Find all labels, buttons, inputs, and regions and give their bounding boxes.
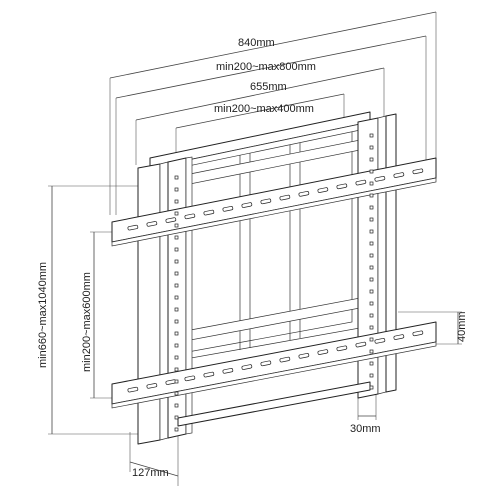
right-upright-hole [369, 301, 374, 306]
left-upright-hole [174, 247, 179, 252]
dim-label-rail-hole-span: min200~max800mm [216, 61, 316, 73]
left-upright-hole [174, 295, 179, 300]
bottom-rail-slot [260, 360, 272, 367]
left-upright-hole [174, 319, 179, 324]
left-upright-hole [174, 259, 179, 264]
top-rail-slot [127, 224, 139, 231]
bottom-rail-slot [412, 330, 424, 337]
right-upright-hole [369, 349, 374, 354]
dim-label-depth: 127mm [132, 467, 169, 479]
left-upright-hole [174, 235, 179, 240]
dim-label-overall-width: 840mm [238, 37, 275, 49]
dim-rail-hole-span [115, 35, 427, 215]
dim-label-rail-vertical-span: min200~max600mm [81, 272, 93, 372]
dim-label-rail-height: 40mm [456, 311, 468, 342]
left-upright-hole [174, 331, 179, 336]
left-upright-hole [174, 379, 179, 384]
top-rail-slot [184, 213, 196, 220]
top-rail-slot [165, 217, 177, 223]
right-upright-hole [369, 361, 374, 366]
bottom-rail-slot [317, 349, 329, 355]
bottom-bracket [177, 381, 371, 427]
right-upright-hole [369, 217, 374, 222]
top-rail-slot [374, 176, 386, 182]
left-upright-hole [174, 367, 179, 372]
rail-slots [127, 168, 424, 393]
top-rail-slot [393, 172, 405, 178]
top-rail-slot [241, 202, 253, 208]
bottom-rail-slot [355, 341, 367, 348]
left-upright-hole [174, 211, 179, 216]
right-upright-hole [369, 289, 374, 294]
bottom-rail-slot [127, 386, 139, 393]
top-rail-slot [279, 194, 291, 201]
top-rail-slot [203, 209, 215, 216]
dim-label-overall-height: min660~max1040mm [37, 262, 49, 368]
left-upright-hole [174, 427, 179, 432]
top-rail-slot [412, 168, 424, 175]
left-upright-hole [174, 283, 179, 288]
right-upright-hole [369, 253, 374, 258]
right-upright-hole [369, 337, 374, 342]
right-upright-hole [369, 241, 374, 246]
upright-holes [174, 133, 374, 432]
bottom-rail-slot [184, 375, 196, 382]
right-upright-hole [369, 193, 374, 198]
bottom-rail-slot [203, 371, 215, 378]
dim-rail-vertical-span [90, 231, 118, 399]
right-upright-hole [369, 265, 374, 270]
right-upright-hole [369, 181, 374, 186]
bottom-rail-slot [393, 334, 405, 340]
dim-label-upright-hole-span: min200~max400mm [214, 103, 314, 115]
right-upright-hole [369, 205, 374, 210]
top-rail-slot [260, 198, 272, 205]
left-upright-hole [174, 199, 179, 204]
left-upright-hole [174, 187, 179, 192]
left-upright-hole [174, 391, 179, 396]
right-upright-hole [369, 313, 374, 318]
dim-label-upright-outer-span: 655mm [250, 81, 287, 93]
bottom-rail-slot [146, 383, 158, 389]
bottom-rail-slot [222, 368, 234, 374]
left-upright-hole [174, 223, 179, 228]
top-rail-slot [355, 179, 367, 186]
right-upright-hole [369, 133, 374, 138]
right-upright-hole [369, 385, 374, 390]
right-upright-hole [369, 145, 374, 150]
top-rail-slot [336, 183, 348, 190]
top-rail-slot [317, 187, 329, 193]
bottom-rail-slot [298, 353, 310, 359]
bottom-rail-slot [279, 356, 291, 363]
right-upright-hole [369, 169, 374, 174]
left-upright-hole [174, 343, 179, 348]
left-upright-hole [174, 271, 179, 276]
dim-overall-height [48, 185, 140, 435]
top-rail [111, 157, 437, 247]
left-upright-hole [174, 175, 179, 180]
right-upright-hole [369, 325, 374, 330]
bottom-rail-slot [241, 364, 253, 370]
bottom-rail [111, 321, 437, 409]
left-upright-hole [174, 415, 179, 420]
right-upright-hole [369, 373, 374, 378]
dim-label-upright-width: 30mm [350, 423, 381, 435]
bottom-rail-slot [374, 338, 386, 344]
dim-overall-width [109, 11, 437, 215]
bottom-rail-slot [336, 345, 348, 352]
top-rail-slot [222, 206, 234, 212]
top-rail-slot [146, 221, 158, 227]
left-upright-hole [174, 403, 179, 408]
dim-depth [129, 432, 179, 486]
dim-upright-outer-span [135, 67, 385, 165]
left-upright-hole [174, 307, 179, 312]
left-upright-hole [174, 355, 179, 360]
right-upright-hole [369, 157, 374, 162]
right-upright-hole [369, 229, 374, 234]
right-upright-hole [369, 277, 374, 282]
top-rail-slot [298, 191, 310, 197]
